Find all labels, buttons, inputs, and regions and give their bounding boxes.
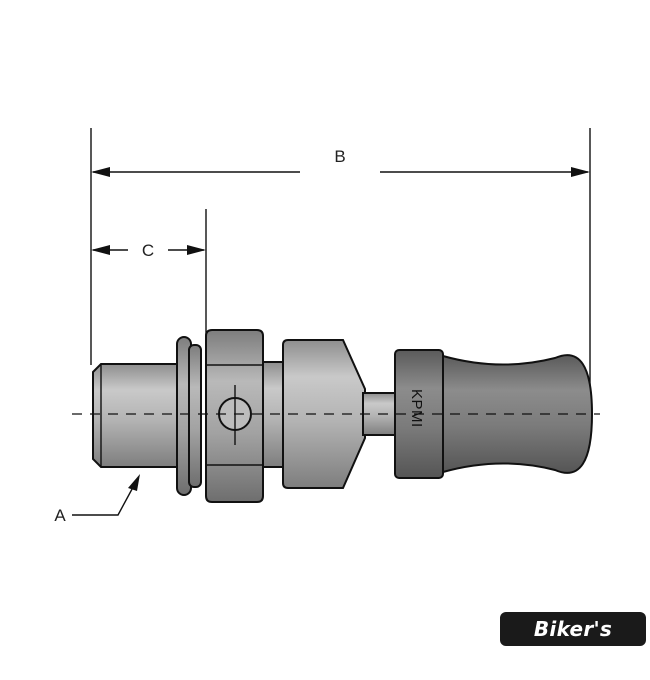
flange	[176, 336, 202, 496]
store-watermark: Biker's Store	[500, 612, 646, 675]
dimension-b: B	[91, 147, 590, 177]
part-marking: KPMI	[408, 389, 425, 428]
hex-nut	[205, 329, 264, 503]
threaded-shank	[92, 363, 181, 468]
dimension-c: C	[91, 241, 206, 260]
leader-a: A	[54, 474, 140, 525]
label-a: A	[54, 506, 66, 525]
technical-drawing: B C A KPMI	[54, 128, 600, 525]
label-b: B	[334, 147, 345, 166]
label-c: C	[142, 241, 154, 260]
